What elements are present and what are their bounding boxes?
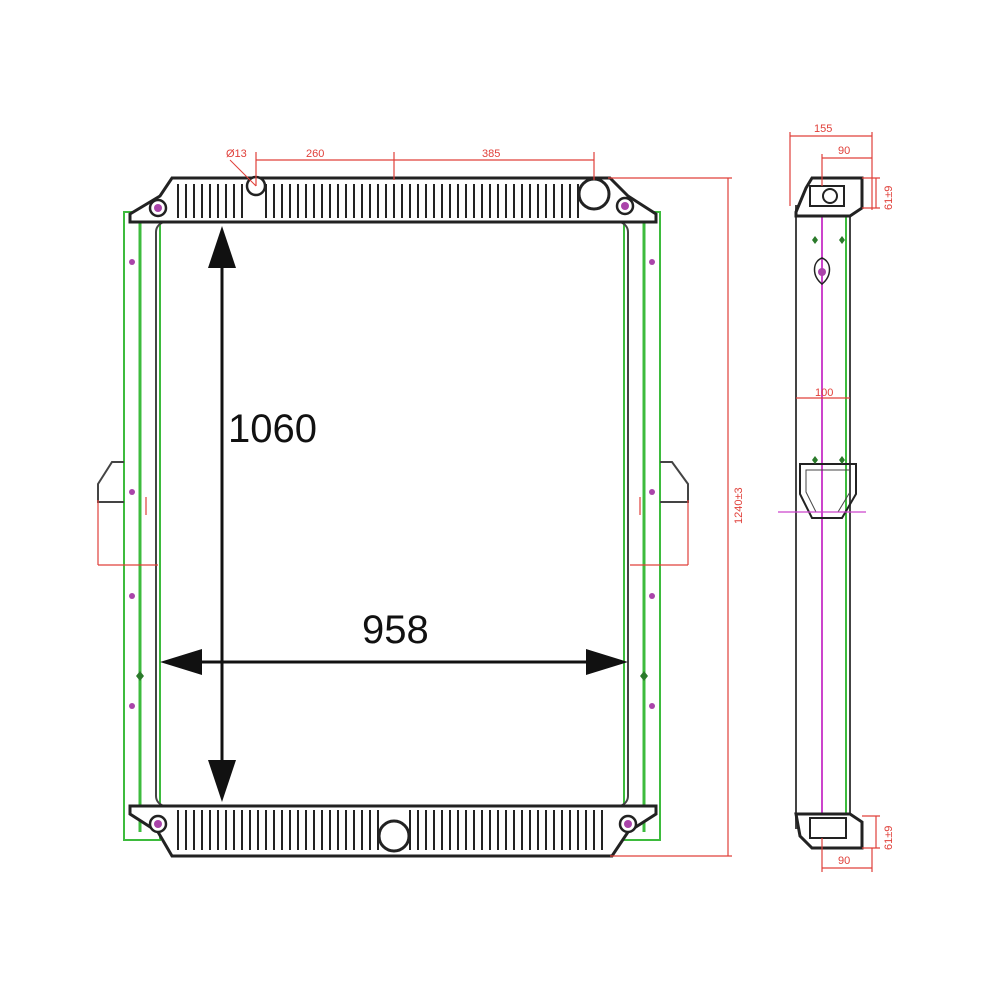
width-arrow-head-right	[586, 649, 628, 675]
right-bracket	[660, 461, 689, 503]
side-top-tank-label: 61±9	[883, 186, 895, 210]
front-view: Ø13 260 385 1240±3 1060 958	[97, 148, 745, 858]
side-top-lug	[813, 257, 831, 285]
right-side-frame	[623, 211, 661, 841]
frame-mount-dot	[649, 259, 655, 265]
side-mid-bracket	[799, 463, 857, 519]
frame-mount-dot	[649, 489, 655, 495]
width-arrow	[160, 649, 628, 675]
left-side-frame	[123, 211, 161, 841]
side-bottom-tank-label: 61±9	[883, 826, 895, 850]
side-bottom-tank-inner	[809, 817, 847, 839]
frame-mount-dot	[649, 703, 655, 709]
height-arrow-head-bottom	[208, 760, 236, 802]
hole-leader	[229, 159, 257, 187]
frame-marker	[640, 671, 648, 681]
side-top-dimensions: 155 90 61±9	[789, 123, 895, 210]
width-arrow-head-left	[160, 649, 202, 675]
overall-height-label: 1240±3	[733, 487, 745, 524]
side-bottom-tank	[794, 812, 864, 850]
bottom-right-mount-dot	[624, 820, 632, 828]
frame-mount-dot	[129, 703, 135, 709]
side-bottom-dimensions: 61±9 90	[821, 815, 895, 872]
bottom-outlet	[377, 819, 411, 853]
side-depth-label: 155	[814, 123, 832, 135]
frame-mount-dot	[129, 593, 135, 599]
overall-height-dimension: 1240±3	[608, 177, 745, 857]
frame-mount-dot	[129, 489, 135, 495]
top-right-mount-dot	[621, 202, 629, 210]
frame-mount-dot	[649, 593, 655, 599]
side-inner-label: 90	[838, 145, 850, 157]
side-bottom-inner-label: 90	[838, 855, 850, 867]
height-label: 1060	[228, 407, 317, 451]
top-tank-ribs	[177, 184, 579, 218]
side-marker-4	[839, 456, 845, 464]
side-top-lug-dot	[818, 268, 826, 276]
top-dimension-chain: Ø13 260 385	[226, 148, 595, 187]
top-left-mount-dot	[154, 204, 162, 212]
hole-diameter-label: Ø13	[226, 148, 247, 160]
frame-mount-dots	[129, 259, 655, 709]
top-span-right-label: 385	[482, 148, 500, 160]
side-marker-2	[839, 236, 845, 244]
side-marker-1	[812, 236, 818, 244]
top-inlet	[577, 177, 611, 211]
height-arrow	[208, 226, 236, 802]
top-span-left-label: 260	[306, 148, 324, 160]
width-label: 958	[362, 608, 429, 652]
left-bracket	[97, 461, 124, 503]
side-mid-label: 100	[815, 387, 833, 399]
frame-marker	[136, 671, 144, 681]
side-top-fitting	[822, 188, 838, 204]
bottom-left-mount-dot	[154, 820, 162, 828]
side-view: 100 155 90 61±9 61±9	[778, 123, 895, 872]
side-marker-3	[812, 456, 818, 464]
frame-mount-dot	[129, 259, 135, 265]
side-mid-bracket-inner	[805, 469, 851, 513]
side-top-tank-inner	[809, 185, 845, 207]
height-arrow-head-top	[208, 226, 236, 268]
radiator-core	[155, 221, 629, 807]
bottom-tank-ribs	[177, 810, 603, 850]
